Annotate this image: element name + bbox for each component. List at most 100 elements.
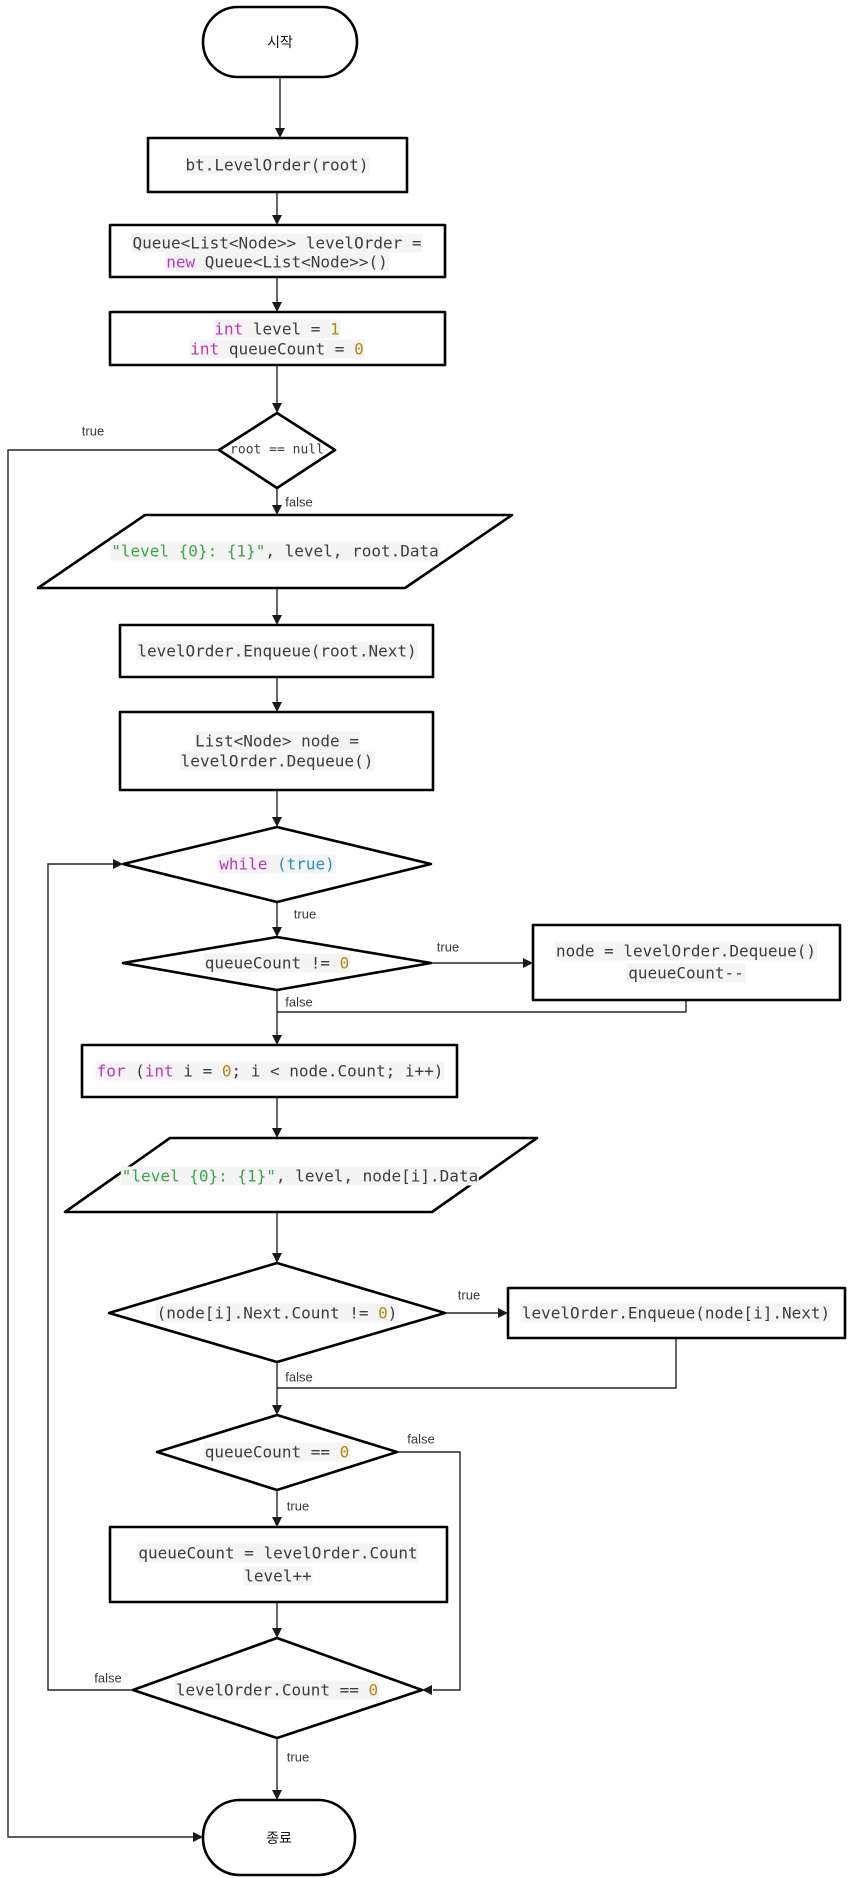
arrowhead <box>272 702 282 712</box>
decision-root-null <box>217 411 337 490</box>
code-segment: , level, root.Data <box>265 541 439 561</box>
node-enqueue-root-text: levelOrder.Enqueue(root.Next) <box>136 641 418 661</box>
edge-label-while-true: true <box>291 906 319 922</box>
code-segment: root == null <box>230 442 324 458</box>
code-segment: int <box>190 339 220 359</box>
node-init-line2: int queueCount = 0 <box>189 339 365 359</box>
code-segment: ( <box>125 1061 145 1081</box>
process-dequeue-node <box>118 710 435 792</box>
start-label: 시작 <box>267 35 293 51</box>
code-segment: new <box>166 252 196 272</box>
edge-label-countcheck-true: true <box>284 1749 312 1765</box>
code-segment: 0 <box>339 953 350 973</box>
arrowhead <box>113 859 123 869</box>
edge-label-root-true: true <box>79 423 107 439</box>
node-print-node-text: "level {0}: {1}", level, node[i].Data <box>120 1166 480 1186</box>
arrowhead <box>272 1517 282 1527</box>
node-enqueue-next-text: levelOrder.Enqueue(node[i].Next) <box>520 1303 832 1323</box>
node-while-text: while (true) <box>218 854 336 874</box>
code-segment: int <box>214 319 244 339</box>
code-segment: "level {0}: {1}" <box>111 541 266 561</box>
code-segment: "level {0}: {1}" <box>121 1166 276 1186</box>
arrowhead <box>422 1685 432 1695</box>
edge-dequeuenext-return <box>277 1000 687 1013</box>
arrowhead <box>193 1832 203 1842</box>
code-segment: List<Node> node = <box>195 731 359 751</box>
node-init-line1: int level = 1 <box>213 319 341 339</box>
arrowhead <box>272 1128 282 1138</box>
node-next-check-text: (node[i].Next.Count != 0) <box>155 1303 399 1323</box>
node-print-root-text: "level {0}: {1}", level, root.Data <box>110 541 440 561</box>
edge-label-levelcheck-true: true <box>284 1498 312 1514</box>
edge-label-dequeue-true: true <box>434 939 462 955</box>
edge-label-enqueue-true: true <box>455 1287 483 1303</box>
arrowhead <box>272 1253 282 1263</box>
edge-label-root-false: false <box>283 494 315 510</box>
arrowhead <box>275 128 285 138</box>
code-segment: 0 <box>378 1303 388 1323</box>
edge-label-enqueue-false: false <box>283 1369 315 1385</box>
node-queue-decl-line1: Queue<List<Node>> levelOrder = <box>131 233 423 253</box>
code-segment: queueCount != <box>204 953 340 973</box>
code-segment: queueCount = levelOrder.Count <box>138 1543 418 1563</box>
node-root-check-text: root == null <box>230 441 324 460</box>
code-segment: while <box>219 854 268 874</box>
node-update-line1: queueCount = levelOrder.Count <box>137 1543 419 1563</box>
code-segment: 0 <box>339 1442 350 1462</box>
code-segment: int <box>144 1061 174 1081</box>
code-segment: 0 <box>368 1680 379 1700</box>
code-segment: node = levelOrder.Dequeue() <box>555 941 817 961</box>
code-segment: levelOrder.Enqueue(root.Next) <box>137 641 417 661</box>
arrowhead <box>272 403 282 413</box>
code-segment: bt.LevelOrder(root) <box>185 155 369 175</box>
arrowhead <box>272 1790 282 1800</box>
arrowhead <box>272 1405 282 1415</box>
code-segment <box>267 855 277 874</box>
code-segment: queueCount == <box>204 1442 340 1462</box>
code-segment: levelOrder.Enqueue(node[i].Next) <box>521 1303 831 1323</box>
code-segment: levelOrder.Count == <box>175 1680 369 1700</box>
code-segment: ) <box>387 1303 398 1323</box>
arrowhead <box>272 215 282 225</box>
code-segment: , level, node[i].Data <box>275 1166 479 1186</box>
node-qc-zero-text: queueCount == 0 <box>203 1442 351 1462</box>
code-segment: queueCount = <box>219 339 355 359</box>
node-call-text: bt.LevelOrder(root) <box>184 155 370 175</box>
node-dequeue-line2: levelOrder.Dequeue() <box>179 751 375 771</box>
arrowhead <box>272 1035 282 1045</box>
code-segment: Queue<List<Node>> levelOrder = <box>132 233 422 253</box>
process-update-count <box>108 1525 449 1604</box>
code-segment: levelOrder.Dequeue() <box>180 751 374 771</box>
node-for-loop-text: for (int i = 0; i < node.Count; i++) <box>95 1061 445 1081</box>
node-dequeue-line1: List<Node> node = <box>194 731 360 751</box>
code-segment: level++ <box>244 1566 312 1586</box>
node-dequeue-next-line1: node = levelOrder.Dequeue() <box>554 941 818 961</box>
end-label: 종료 <box>266 1831 292 1847</box>
code-segment: ; i < node.Count; i++) <box>231 1061 444 1081</box>
start-terminator <box>201 5 359 79</box>
node-qc-check-text: queueCount != 0 <box>203 953 351 973</box>
code-segment: 0 <box>221 1061 232 1081</box>
node-dequeue-next-line2: queueCount-- <box>627 963 745 983</box>
node-count-check-text: levelOrder.Count == 0 <box>174 1680 380 1700</box>
edge-rootcheck-true-to-end <box>7 449 219 1838</box>
edge-enqueuenext-return <box>277 1338 677 1389</box>
code-segment: Queue<List<Node>>() <box>195 252 388 272</box>
arrowhead <box>272 817 282 827</box>
edge-qczero-false-to-countcheck <box>397 1451 461 1691</box>
code-segment: (node[i].Next.Count != <box>156 1303 379 1323</box>
arrowhead <box>272 302 282 312</box>
code-segment: 1 <box>329 319 340 339</box>
edge-label-dequeue-false: false <box>283 994 315 1010</box>
code-segment: queueCount-- <box>628 963 744 983</box>
arrowhead <box>272 927 282 937</box>
code-segment: for <box>96 1061 126 1081</box>
code-segment: 0 <box>354 339 364 359</box>
edge-label-levelcheck-false: false <box>405 1431 437 1447</box>
code-segment: level = <box>243 319 330 339</box>
arrowhead <box>272 505 282 515</box>
process-dequeue-next <box>531 923 842 1002</box>
end-terminator <box>201 1798 357 1877</box>
node-update-line2: level++ <box>243 1566 313 1586</box>
